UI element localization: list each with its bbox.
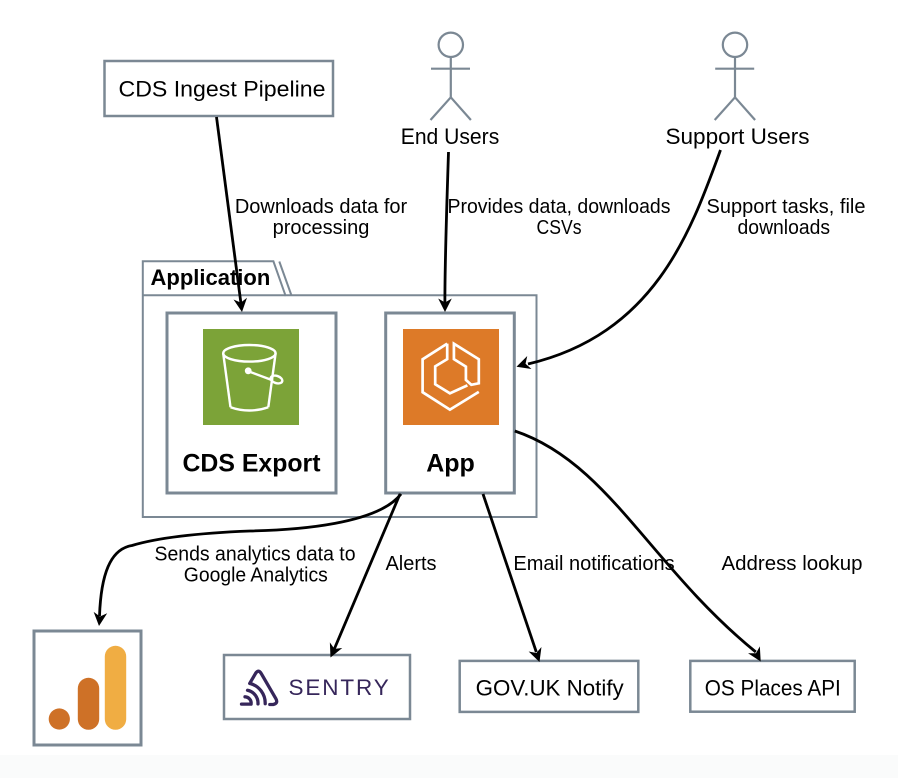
svg-text:End Users: End Users (401, 124, 500, 149)
svg-text:Provides data, downloads: Provides data, downloads (448, 196, 671, 218)
svg-text:CDS Export: CDS Export (183, 449, 322, 477)
svg-text:processing: processing (273, 217, 370, 239)
svg-text:Support tasks, file: Support tasks, file (707, 196, 866, 218)
svg-text:CDS Ingest Pipeline: CDS Ingest Pipeline (119, 77, 326, 102)
svg-text:Alerts: Alerts (385, 553, 436, 575)
svg-text:GOV.UK Notify: GOV.UK Notify (476, 676, 624, 701)
svg-text:Support Users: Support Users (666, 124, 810, 149)
svg-text:OS Places API: OS Places API (705, 676, 841, 701)
svg-text:Application: Application (151, 265, 271, 290)
svg-text:SENTRY: SENTRY (289, 675, 392, 700)
svg-text:Sends analytics data to: Sends analytics data to (155, 544, 356, 566)
svg-text:App: App (426, 449, 475, 477)
svg-text:Email notifications: Email notifications (513, 553, 674, 575)
svg-text:Address lookup: Address lookup (722, 553, 863, 575)
svg-text:downloads: downloads (738, 217, 831, 239)
svg-text:Downloads data for: Downloads data for (235, 196, 408, 218)
svg-text:CSVs: CSVs (537, 217, 582, 239)
svg-text:Google Analytics: Google Analytics (184, 565, 328, 587)
